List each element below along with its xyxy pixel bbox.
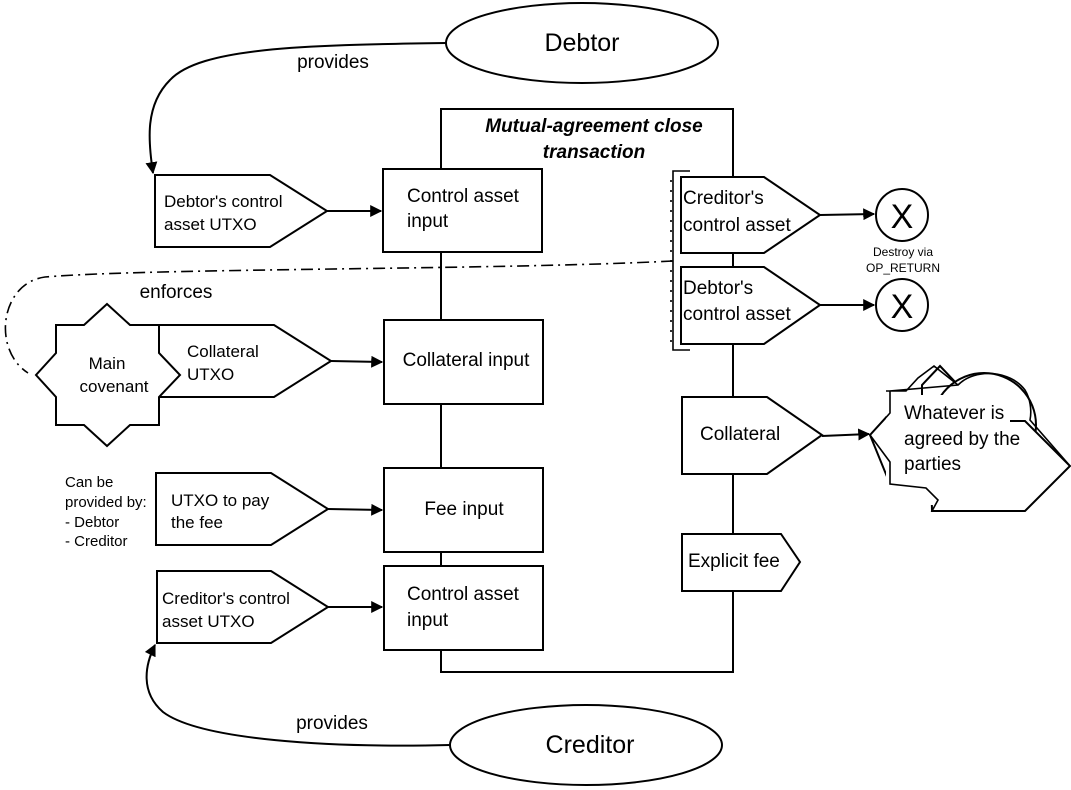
collateral-utxo-line2: UTXO [187, 365, 234, 384]
fee-input[interactable] [383, 467, 544, 553]
fee-note-line4: - Creditor [65, 533, 128, 550]
explicit-fee-output-label: Explicit fee [688, 551, 780, 572]
destroy-note-line2: OP_RETURN [866, 261, 940, 275]
control-asset-input-1-line2: input [407, 211, 449, 232]
collateral-agreed-arrow [821, 428, 871, 441]
collateral-input[interactable] [383, 319, 544, 405]
main-covenant-line2: covenant [80, 377, 149, 396]
fee-utxo-line2: the fee [171, 513, 223, 532]
creditor-provides-label: provides [296, 713, 368, 734]
debtor-control-utxo-line2: asset UTXO [164, 215, 257, 234]
debtor-provides-edge [145, 42, 447, 175]
creditor-control-asset-output[interactable] [680, 176, 822, 254]
destroy-x-icon: X [891, 288, 914, 326]
control-asset-input-2-line1: Control asset [407, 584, 520, 605]
fee-note-line3: - Debtor [65, 514, 119, 531]
collateral-utxo-line1: Collateral [187, 342, 259, 361]
destroy-note-line1: Destroy via [873, 245, 933, 259]
fee-input-label: Fee input [424, 499, 504, 520]
collateral-input-label: Collateral input [403, 350, 530, 371]
debtor-control-asset-output-line1: Debtor's [683, 278, 753, 299]
collateral-utxo[interactable] [157, 324, 333, 398]
debtor-provides-label: provides [297, 52, 369, 73]
control-outputs-bracket [672, 170, 690, 351]
control-asset-input-1[interactable] [382, 168, 543, 253]
transaction-title-line1: Mutual-agreement close [485, 116, 703, 137]
debtor-control-utxo[interactable] [154, 174, 329, 248]
creditor-control-asset-output-line2: control asset [683, 215, 791, 236]
creditor-label: Creditor [546, 731, 635, 759]
creditor-destroy-arrow [819, 208, 876, 221]
debtor-control-asset-output[interactable] [680, 266, 822, 345]
explicit-fee-output[interactable] [681, 533, 802, 592]
destroy-circle-2[interactable] [875, 278, 929, 332]
debtor-control-asset-output-line2: control asset [683, 304, 791, 325]
main-covenant-line1: Main [89, 354, 126, 373]
debtor-label: Debtor [544, 29, 619, 57]
creditor-control-utxo-line2: asset UTXO [162, 612, 255, 631]
agreed-by-parties-line2: agreed by the [904, 429, 1020, 450]
control-asset-input-2-line2: input [407, 610, 449, 631]
creditor-provides-edge [144, 643, 451, 747]
creditor-control-asset-output-line1: Creditor's [683, 188, 764, 209]
agreed-by-parties-line1: Whatever is [904, 403, 1004, 424]
destroy-circle-1[interactable] [875, 188, 929, 242]
fee-utxo[interactable] [155, 472, 330, 546]
collateral-output-label: Collateral [700, 424, 780, 445]
fee-note-line2: provided by: [65, 494, 147, 511]
control-asset-input-1-line1: Control asset [407, 186, 520, 207]
agreed-by-parties-node[interactable] [868, 364, 1071, 512]
control-asset-input-2[interactable] [383, 565, 544, 651]
agreed-by-parties-line3: parties [904, 454, 961, 475]
collateral-output[interactable] [681, 396, 824, 475]
creditor-control-utxo-line1: Creditor's control [162, 589, 290, 608]
fee-arrow [327, 503, 384, 516]
enforces-edge [4, 260, 674, 374]
main-covenant[interactable] [34, 302, 182, 448]
destroy-x-icon: X [891, 198, 914, 236]
fee-utxo-line1: UTXO to pay [171, 491, 270, 510]
collateral-arrow [330, 355, 384, 368]
creditor-control-utxo[interactable] [156, 570, 330, 644]
transaction-title-line2: transaction [543, 142, 645, 163]
fee-note-line1: Can be [65, 474, 113, 491]
debtor-control-utxo-line1: Debtor's control [164, 192, 283, 211]
enforces-label: enforces [140, 282, 213, 303]
